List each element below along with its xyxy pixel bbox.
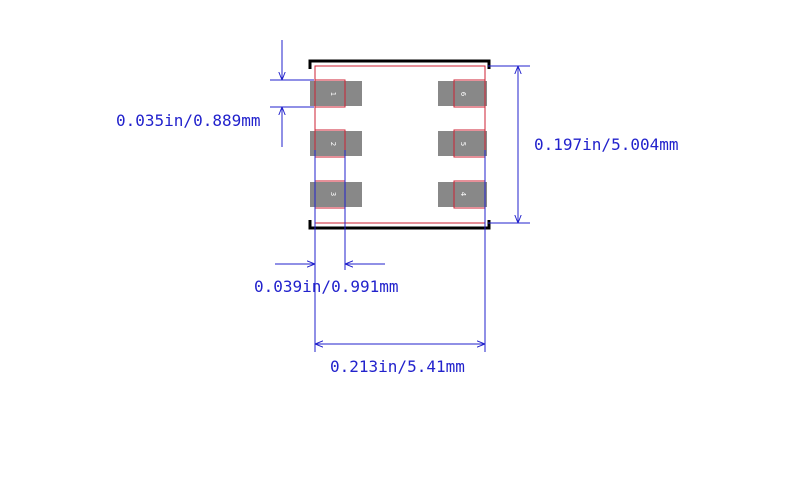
pin-label-1: 1 <box>329 92 337 96</box>
dimension-body-height <box>488 65 530 224</box>
dimension-body-width <box>314 150 486 352</box>
dimension-pad-pitch <box>270 40 314 147</box>
dimension-label-pad-pitch: 0.035in/0.889mm <box>116 111 261 130</box>
pin-labels: 1 2 3 4 5 6 <box>329 92 467 197</box>
dimension-label-body-width: 0.213in/5.41mm <box>330 357 465 376</box>
silkscreen <box>308 59 491 230</box>
lead-outline-6 <box>453 79 486 108</box>
pad-2 <box>310 131 362 156</box>
pin-label-5: 5 <box>459 142 467 146</box>
pad-1 <box>310 81 362 106</box>
pad-4 <box>438 182 487 207</box>
dimension-label-pad-width: 0.039in/0.991mm <box>254 277 399 296</box>
pin-label-3: 3 <box>329 192 337 196</box>
pin-label-6: 6 <box>459 92 467 97</box>
silkscreen-top <box>308 59 491 69</box>
lead-outline-1 <box>314 79 346 108</box>
dimension-label-body-height: 0.197in/5.004mm <box>534 135 679 154</box>
lead-outline-5 <box>453 129 486 158</box>
pad-3 <box>310 182 362 207</box>
lead-outline-2 <box>314 129 346 158</box>
dimension-pad-width <box>275 150 385 270</box>
pad-6 <box>438 81 487 106</box>
pin-label-4: 4 <box>459 192 467 197</box>
pin-label-2: 2 <box>329 142 337 146</box>
pad-5 <box>438 131 487 156</box>
component-outline <box>314 65 486 224</box>
pads <box>310 81 487 207</box>
silkscreen-bottom <box>308 220 491 230</box>
